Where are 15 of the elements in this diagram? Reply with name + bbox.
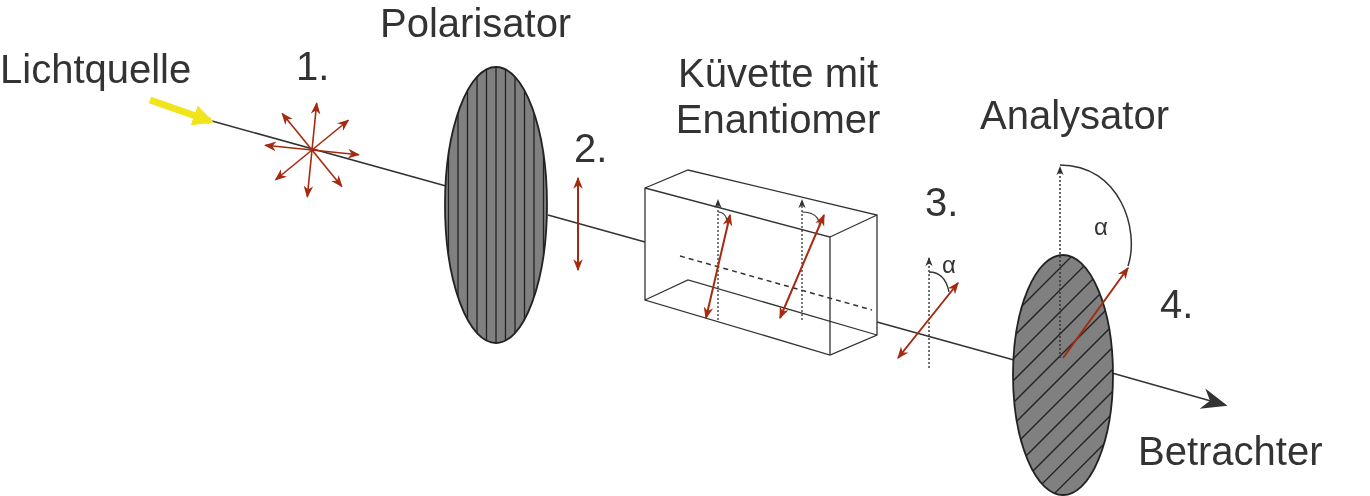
light-beam	[547, 214, 646, 243]
step-number: 2.	[574, 126, 608, 170]
step-number: 3.	[925, 180, 959, 224]
component-title: Analysator	[980, 92, 1169, 138]
light-beam	[1111, 372, 1228, 409]
source-label: Lichtquelle	[0, 46, 192, 92]
component-title: Polarisator	[380, 0, 572, 46]
angle-symbol: α	[942, 252, 956, 278]
step-number: 1.	[296, 44, 330, 88]
light-beam	[211, 120, 447, 187]
step-number: 4.	[1160, 282, 1194, 326]
light-beam	[876, 321, 1015, 361]
observer-label: Betrachter	[1138, 428, 1323, 474]
angle-symbol: α	[1094, 214, 1108, 240]
component-title: Küvette mit Enantiomer	[674, 50, 882, 142]
